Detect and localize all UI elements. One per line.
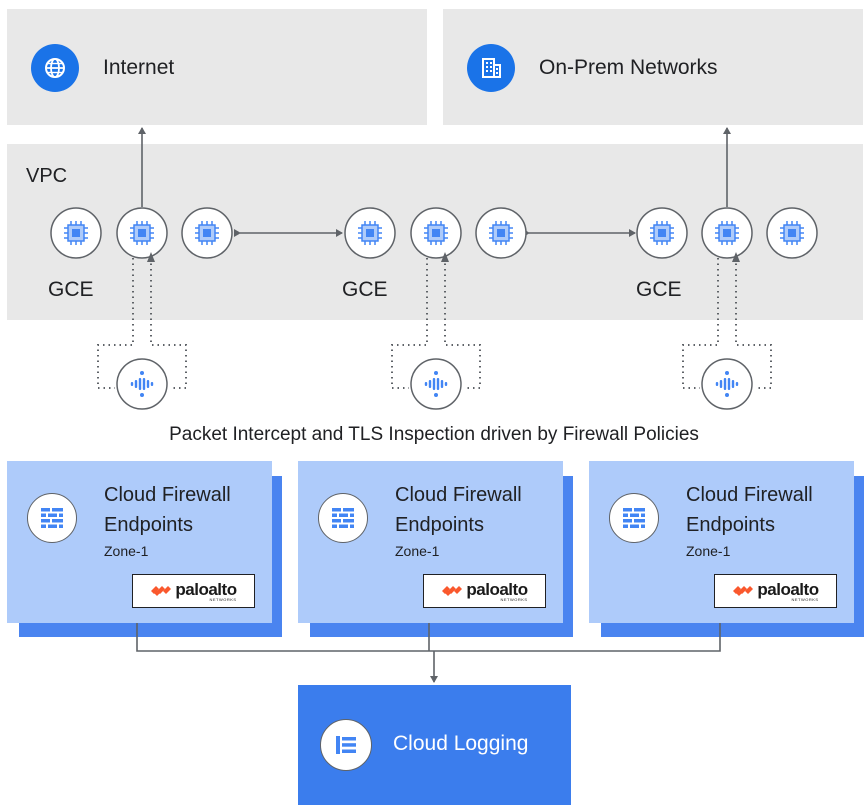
firewall-icon [27, 493, 77, 543]
vpc-label: VPC [26, 165, 68, 187]
onprem-panel: On-Prem Networks [443, 9, 863, 125]
onprem-label: On-Prem Networks [539, 56, 718, 79]
internet-panel: Internet [7, 9, 427, 125]
paloalto-logo: paloalto NETWORKS [423, 574, 546, 608]
paloalto-logo: paloalto NETWORKS [714, 574, 837, 608]
firewall-icon [318, 493, 368, 543]
gce-label-2: GCE [342, 278, 388, 301]
paloalto-sub: NETWORKS [791, 596, 819, 602]
endpoint-zone: Zone-1 [395, 543, 440, 559]
packet-intercept-icon [116, 358, 168, 410]
endpoint-zone: Zone-1 [104, 543, 149, 559]
paloalto-mark-icon [442, 586, 463, 596]
paloalto-logo: paloalto NETWORKS [132, 574, 255, 608]
cloud-logging-label: Cloud Logging [393, 732, 529, 755]
internet-label: Internet [103, 56, 175, 79]
paloalto-mark-icon [733, 586, 754, 596]
vpc-panel: VPC GCE GCE GCE [7, 144, 863, 320]
packet-intercept-icon [410, 358, 462, 410]
endpoint-zone: Zone-1 [686, 543, 731, 559]
endpoint-title-line1: Cloud Firewall [395, 484, 522, 506]
building-icon [467, 44, 515, 92]
cloud-logging-box: Cloud Logging [298, 685, 571, 805]
paloalto-sub: NETWORKS [209, 596, 237, 602]
paloalto-sub: NETWORKS [500, 596, 528, 602]
intercept-node-group [116, 358, 753, 410]
endpoint-card-2: Cloud Firewall Endpoints Zone-1 paloalto… [298, 461, 563, 623]
endpoint-title-line2: Endpoints [686, 514, 775, 536]
endpoint-title-line1: Cloud Firewall [104, 484, 231, 506]
firewall-icon [609, 493, 659, 543]
inspection-caption: Packet Intercept and TLS Inspection driv… [169, 424, 699, 445]
gce-label-1: GCE [48, 278, 94, 301]
packet-intercept-icon [701, 358, 753, 410]
endpoint-title-line2: Endpoints [395, 514, 484, 536]
endpoint-card-3: Cloud Firewall Endpoints Zone-1 paloalto… [589, 461, 854, 623]
paloalto-wordmark: paloalto [757, 579, 819, 599]
paloalto-wordmark: paloalto [466, 579, 528, 599]
paloalto-wordmark: paloalto [175, 579, 237, 599]
gce-label-3: GCE [636, 278, 682, 301]
globe-icon [31, 44, 79, 92]
endpoint-title-line1: Cloud Firewall [686, 484, 813, 506]
endpoint-title-line2: Endpoints [104, 514, 193, 536]
endpoint-card-1: Cloud Firewall Endpoints Zone-1 paloalto… [7, 461, 272, 623]
logging-list-icon [320, 719, 372, 771]
paloalto-mark-icon [151, 586, 172, 596]
